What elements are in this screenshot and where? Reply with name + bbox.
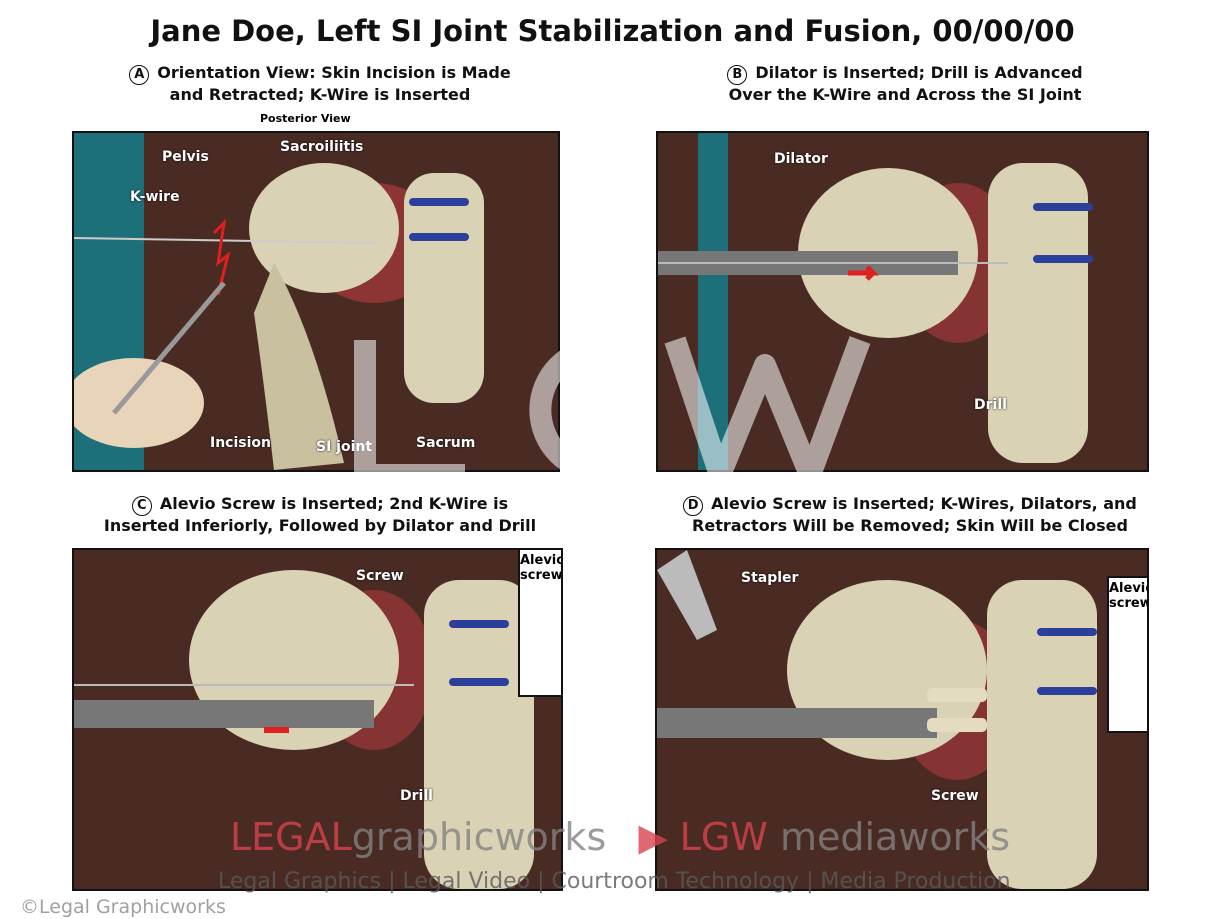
label-pelvis: Pelvis bbox=[162, 149, 209, 165]
label-si-joint: SI joint bbox=[316, 439, 373, 455]
label-incision: Incision bbox=[210, 435, 271, 451]
caption-line: Alevio Screw is Inserted; K-Wires, Dilat… bbox=[711, 494, 1137, 513]
label-dilator: Dilator bbox=[774, 151, 828, 167]
caption-a: A Orientation View: Skin Incision is Made… bbox=[90, 63, 550, 104]
alevio-screw-inset: Alevio screw bbox=[518, 550, 563, 697]
panel-letter-d: D bbox=[683, 496, 704, 516]
caption-line: Retractors Will be Removed; Skin Will be… bbox=[692, 516, 1128, 535]
panel-b-illustration: Dilator Drill bbox=[656, 131, 1149, 472]
panel-letter-b: B bbox=[727, 65, 748, 85]
logo-legal: LEGAL bbox=[230, 815, 352, 859]
caption-line: Over the K-Wire and Across the SI Joint bbox=[728, 85, 1082, 104]
caption-line: Orientation View: Skin Incision is Made bbox=[157, 63, 511, 82]
caption-line: Alevio Screw is Inserted; 2nd K-Wire is bbox=[159, 494, 509, 513]
caption-line: Inserted Inferiorly, Followed by Dilator… bbox=[103, 516, 537, 535]
label-screw: Screw bbox=[931, 788, 979, 804]
panel-a-illustration: Pelvis Sacroiliitis K-wire Incision SI j… bbox=[72, 131, 560, 472]
panel-d-illustration: Stapler Screw Alevio screw bbox=[655, 548, 1149, 891]
company-logo: LEGALgraphicworks ▶ LGW mediaworks bbox=[230, 815, 1010, 859]
closure-illustration bbox=[657, 550, 1097, 889]
label-drill: Drill bbox=[400, 788, 433, 804]
logo-graphicworks: graphicworks bbox=[351, 815, 607, 859]
caption-d: D Alevio Screw is Inserted; K-Wires, Dila… bbox=[660, 494, 1160, 535]
label-stapler: Stapler bbox=[741, 570, 799, 586]
caption-c: C Alevio Screw is Inserted; 2nd K-Wire is… bbox=[80, 494, 560, 535]
dilator-illustration bbox=[658, 133, 1093, 470]
label-sacroiliitis: Sacroiliitis bbox=[280, 139, 364, 155]
pelvis-illustration bbox=[74, 133, 484, 470]
caption-line: and Retracted; K-Wire is Inserted bbox=[169, 85, 471, 104]
panel-letter-a: A bbox=[129, 65, 150, 85]
screw-insertion-illustration bbox=[74, 570, 534, 889]
label-sacrum: Sacrum bbox=[416, 435, 476, 451]
exhibit-title: Jane Doe, Left SI Joint Stabilization an… bbox=[150, 14, 1075, 48]
logo-mediaworks: mediaworks bbox=[779, 815, 1011, 859]
label-screw: Screw bbox=[356, 568, 404, 584]
caption-line: Dilator is Inserted; Drill is Advanced bbox=[755, 63, 1083, 82]
alevio-screw-inset: Alevio screw bbox=[1107, 576, 1149, 733]
inset-label: Alevio screw bbox=[1109, 581, 1149, 611]
panel-letter-c: C bbox=[131, 496, 152, 516]
view-label: Posterior View bbox=[260, 112, 351, 125]
panel-c-illustration: Screw Drill Alevio screw bbox=[72, 548, 563, 891]
label-drill: Drill bbox=[974, 397, 1007, 413]
logo-lgw: LGW bbox=[679, 815, 768, 859]
tagline: Legal Graphics | Legal Video | Courtroom… bbox=[218, 869, 1011, 894]
watermark-text: ©Legal Graphicworks bbox=[20, 896, 226, 918]
inset-label: Alevio screw bbox=[520, 553, 563, 583]
play-icon: ▶ bbox=[638, 815, 668, 859]
label-k-wire: K-wire bbox=[130, 189, 180, 205]
